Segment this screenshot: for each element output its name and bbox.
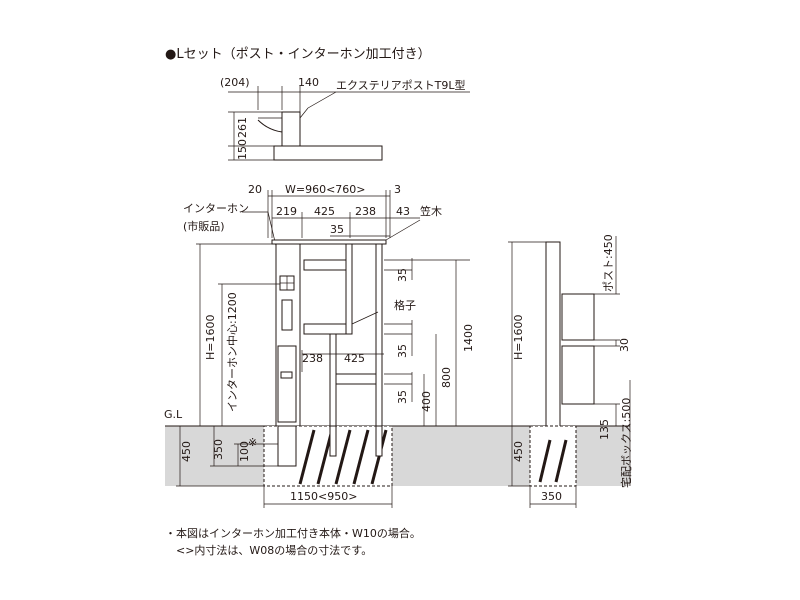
dim-425-top: 425 xyxy=(314,205,335,218)
dim-43: 43 xyxy=(396,205,410,218)
side-height-label: H=1600 xyxy=(512,315,525,360)
note-line-1: ・本図はインターホン加工付き本体・W10の場合。 xyxy=(165,526,421,540)
dim-35-b: 35 xyxy=(396,344,409,358)
kasagi-label: 笠木 xyxy=(420,204,442,218)
diagram-title: ●Lセット（ポスト・インターホン加工付き） xyxy=(165,47,431,62)
dim-800: 800 xyxy=(440,367,453,388)
front-view-vertical-dimensions: H=1600 インターホン中心:1200 35 35 35 400 800 14… xyxy=(196,243,475,426)
dim-350-front: 350 xyxy=(212,439,225,460)
side-view: H=1600 ポスト:450 30 135 宅配ボックス:500 450 350 xyxy=(508,234,633,508)
dim-width: W=960<760> xyxy=(285,183,366,196)
post-model-label: エクステリアポストT9L型 xyxy=(336,78,466,92)
dim-150: 150 xyxy=(236,139,249,160)
side-foundation xyxy=(529,425,577,487)
dim-140: 140 xyxy=(298,76,319,89)
top-view-base xyxy=(273,145,383,161)
post-size-label: ポスト:450 xyxy=(602,234,615,292)
delivery-box-size-label: 宅配ボックス:500 xyxy=(619,398,633,488)
interphone-note: (市販品) xyxy=(183,219,225,233)
dim-425-mid: 425 xyxy=(344,352,365,365)
dim-219: 219 xyxy=(276,205,297,218)
height-label: H=1600 xyxy=(204,315,217,360)
lattice-frame xyxy=(299,243,383,441)
delivery-box-display xyxy=(280,371,293,379)
post-slot xyxy=(281,299,293,331)
front-view-body: 格子 xyxy=(271,239,416,441)
side-delivery-box xyxy=(561,345,595,405)
dim-238-mid: 238 xyxy=(302,352,323,365)
delivery-box-panel xyxy=(277,345,297,423)
side-post-box xyxy=(561,293,595,341)
note-mark: ※ xyxy=(248,436,257,449)
dim-261: 261 xyxy=(236,117,249,138)
interphone-label: インターホン xyxy=(183,202,249,215)
side-dim-350: 350 xyxy=(541,490,562,503)
top-view: (204) 140 エクステリアポストT9L型 261 150 xyxy=(220,76,470,161)
dim-238-top: 238 xyxy=(355,205,376,218)
dim-1400: 1400 xyxy=(462,324,475,352)
dim-135: 135 xyxy=(598,419,611,440)
dim-100: 100 xyxy=(238,441,251,462)
dim-30: 30 xyxy=(618,338,631,352)
koushi-label: 格子 xyxy=(394,298,416,312)
interphone-center-label: インターホン中心:1200 xyxy=(226,292,239,412)
gl-label: G.L xyxy=(164,408,183,421)
dim-base-width: 1150<950> xyxy=(290,490,357,503)
dim-450-front: 450 xyxy=(180,441,193,462)
kasagi-cap xyxy=(271,239,387,245)
dim-35-c: 35 xyxy=(396,390,409,404)
side-dim-450: 450 xyxy=(512,441,525,462)
side-post xyxy=(545,241,561,431)
dim-35-a: 35 xyxy=(396,268,409,282)
dim-400: 400 xyxy=(420,391,433,412)
dim-3: 3 xyxy=(394,183,401,196)
dim-20: 20 xyxy=(248,183,262,196)
note-line-2: <>内寸法は、W08の場合の寸法です。 xyxy=(165,543,372,557)
dim-204: (204) xyxy=(220,76,250,89)
top-view-post-body xyxy=(281,111,301,147)
dim-35-top: 35 xyxy=(330,223,344,236)
